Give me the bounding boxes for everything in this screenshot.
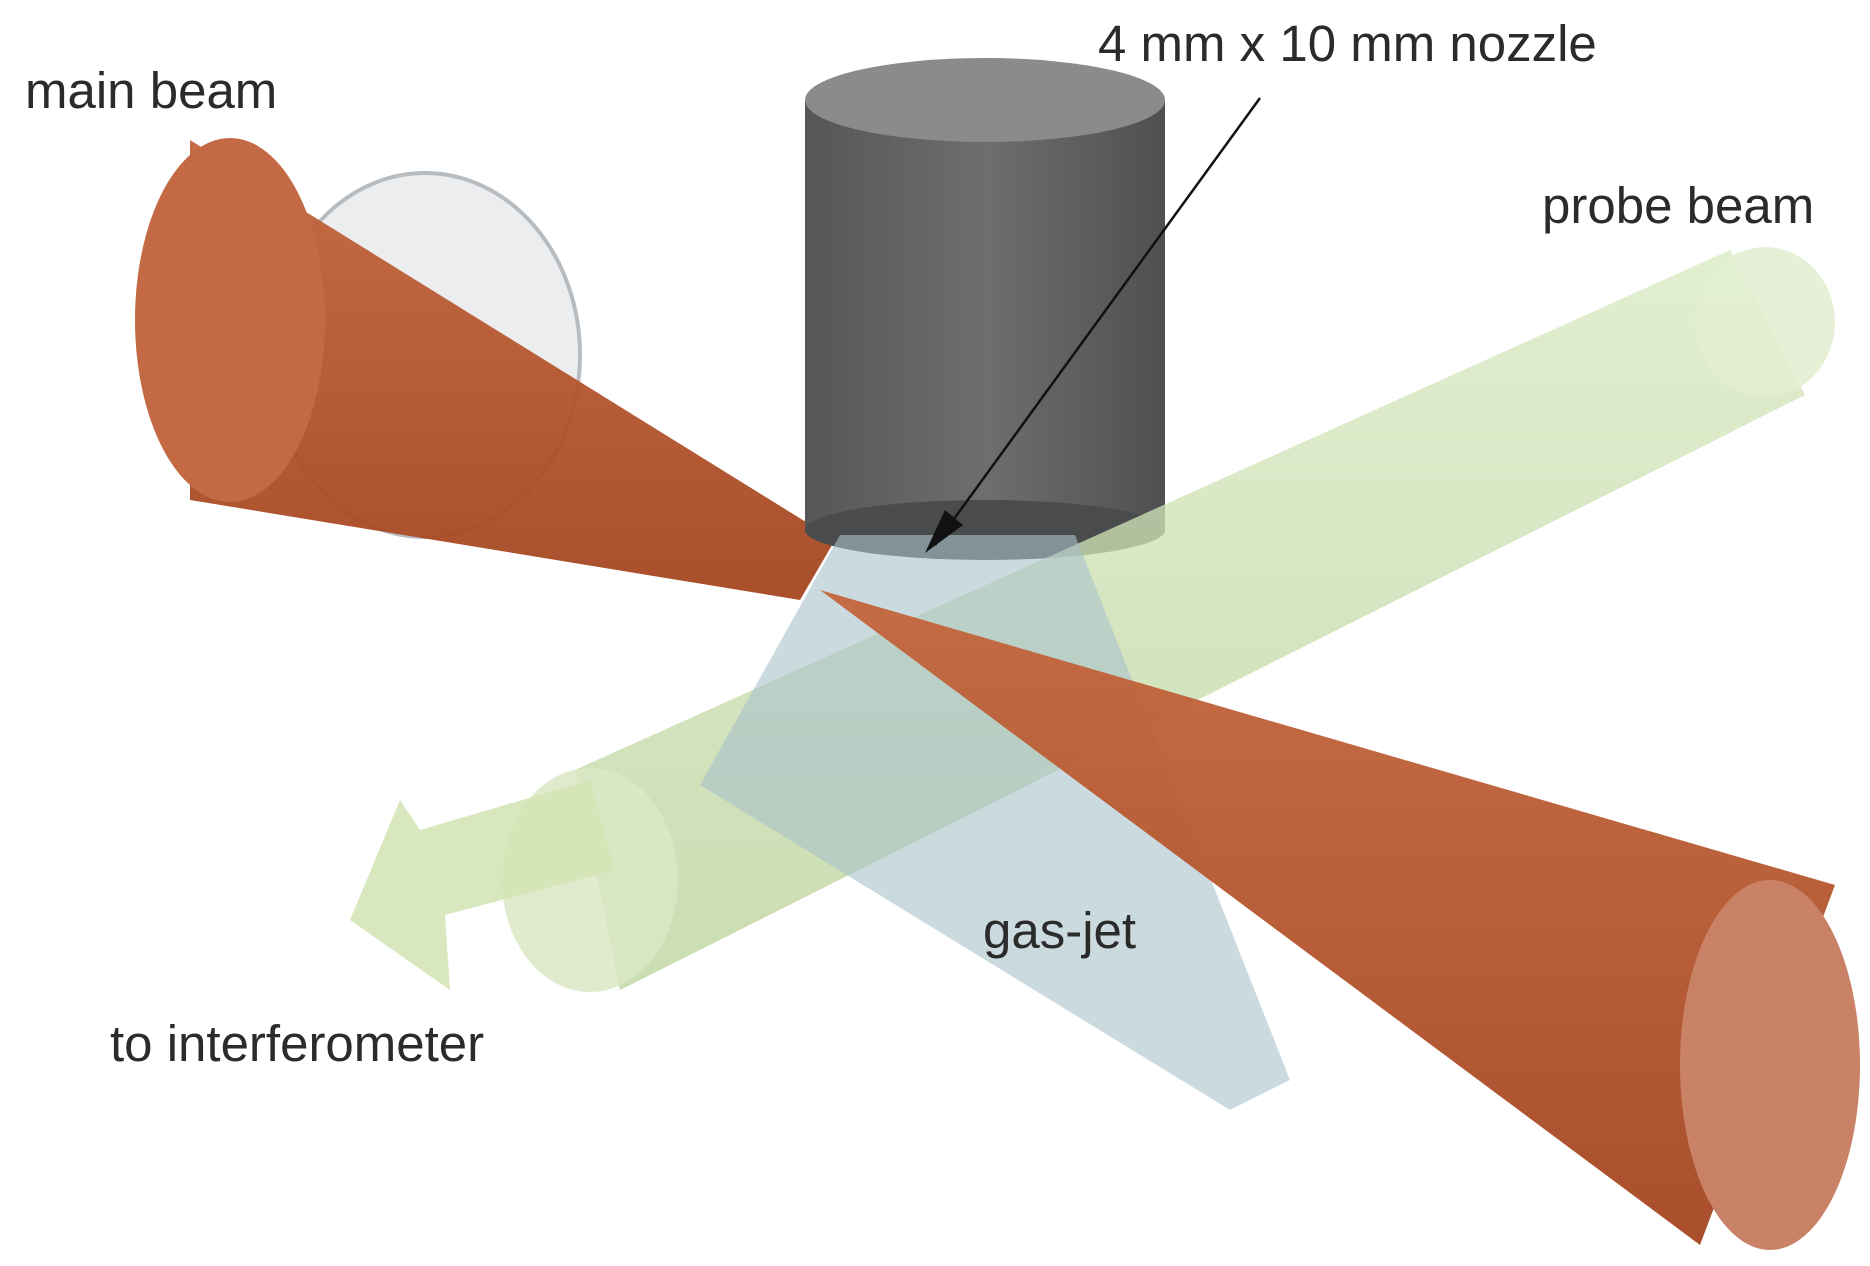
gas-jet-volume [700,535,1290,1110]
main-beam-exit-face [1680,880,1860,1250]
main-beam-incoming-cone [190,140,835,600]
nozzle-pointer-arrowhead [925,510,963,553]
gas-nozzle [805,58,1165,560]
main-beam-entrance-face [135,138,325,502]
probe-beam-label: probe beam [1542,177,1815,234]
main-beam-outgoing-cone [820,590,1835,1245]
nozzle-pointer-line [933,97,1262,546]
to-interferometer-arrow [350,780,615,990]
main-beam-label: main beam [25,62,278,119]
gas-jet-label: gas-jet [983,902,1137,959]
to-interferometer-label: to interferometer [110,1015,485,1072]
nozzle-label: 4 mm x 10 mm nozzle [1098,15,1597,72]
